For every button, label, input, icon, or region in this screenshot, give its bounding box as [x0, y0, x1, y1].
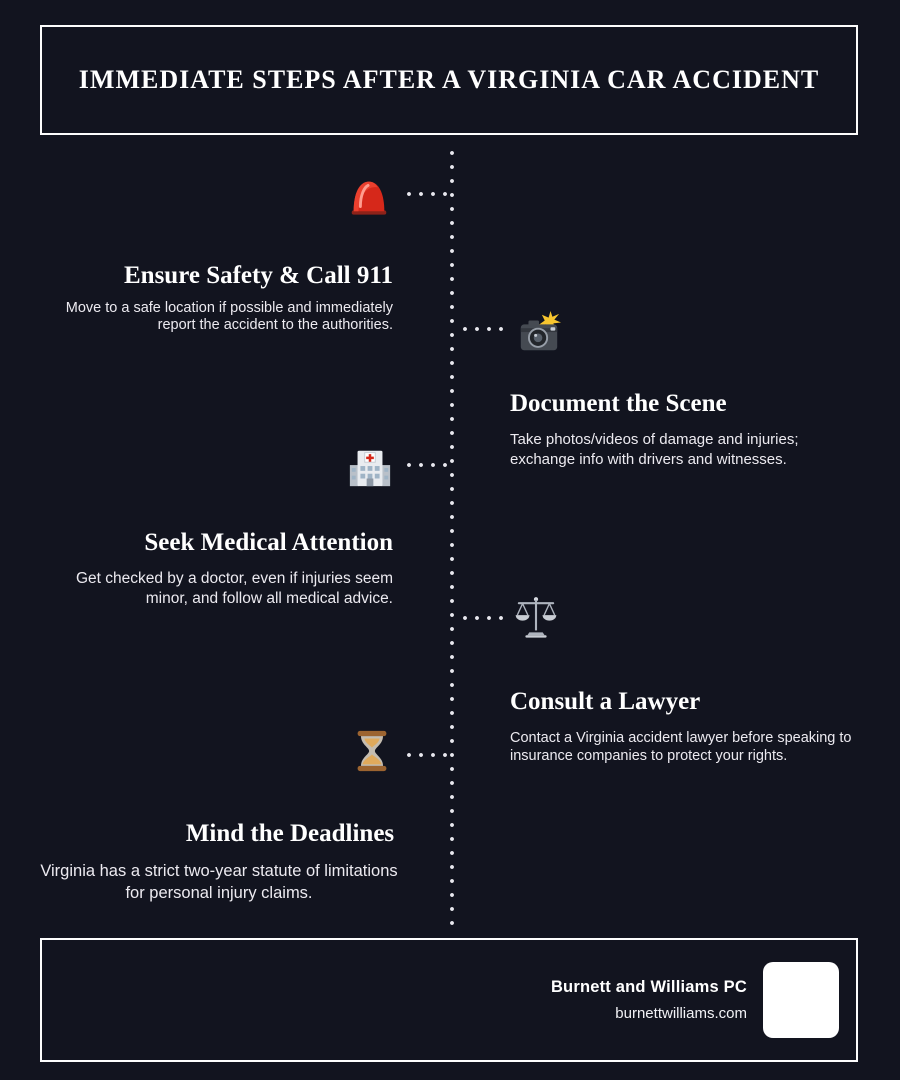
dotted-connector	[459, 616, 503, 620]
step-description-document-scene: Take photos/videos of damage and injurie…	[510, 431, 799, 469]
dotted-connector	[403, 463, 449, 467]
step-title-medical-attention: Seek Medical Attention	[144, 529, 393, 556]
dotted-connector	[403, 753, 451, 757]
website-url: burnettwilliams.com	[615, 1005, 747, 1022]
step-description-consult-lawyer: Contact a Virginia accident lawyer befor…	[510, 730, 852, 765]
company-name: Burnett and Williams PC	[550, 978, 747, 996]
step-description-ensure-safety: Move to a safe location if possible and …	[65, 300, 393, 334]
step-description-deadlines: Virginia has a strict two-year statute o…	[40, 862, 398, 903]
hospital-icon	[347, 444, 393, 490]
step-title-deadlines: Mind the Deadlines	[185, 820, 395, 847]
company-logo	[763, 962, 839, 1038]
step-title-consult-lawyer: Consult a Lawyer	[510, 688, 701, 715]
timeline-dotted-line	[450, 146, 454, 932]
footer-text: Burnett and Williams PC burnettwilliams.…	[551, 978, 747, 1022]
footer-box: Burnett and Williams PC burnettwilliams.…	[40, 938, 858, 1062]
page-title: IMMEDIATE STEPS AFTER A VIRGINIA CAR ACC…	[78, 65, 820, 94]
dotted-connector	[403, 192, 449, 196]
scales-of-justice-icon	[513, 594, 559, 640]
camera-flash-icon	[516, 310, 562, 356]
step-title-ensure-safety: Ensure Safety & Call 911	[124, 262, 393, 289]
hourglass-icon	[349, 728, 395, 774]
siren-icon	[346, 172, 392, 218]
dotted-connector	[459, 327, 503, 331]
step-title-document-scene: Document the Scene	[510, 390, 727, 417]
step-description-medical-attention: Get checked by a doctor, even if injurie…	[75, 570, 393, 608]
title-box: IMMEDIATE STEPS AFTER A VIRGINIA CAR ACC…	[40, 25, 858, 135]
